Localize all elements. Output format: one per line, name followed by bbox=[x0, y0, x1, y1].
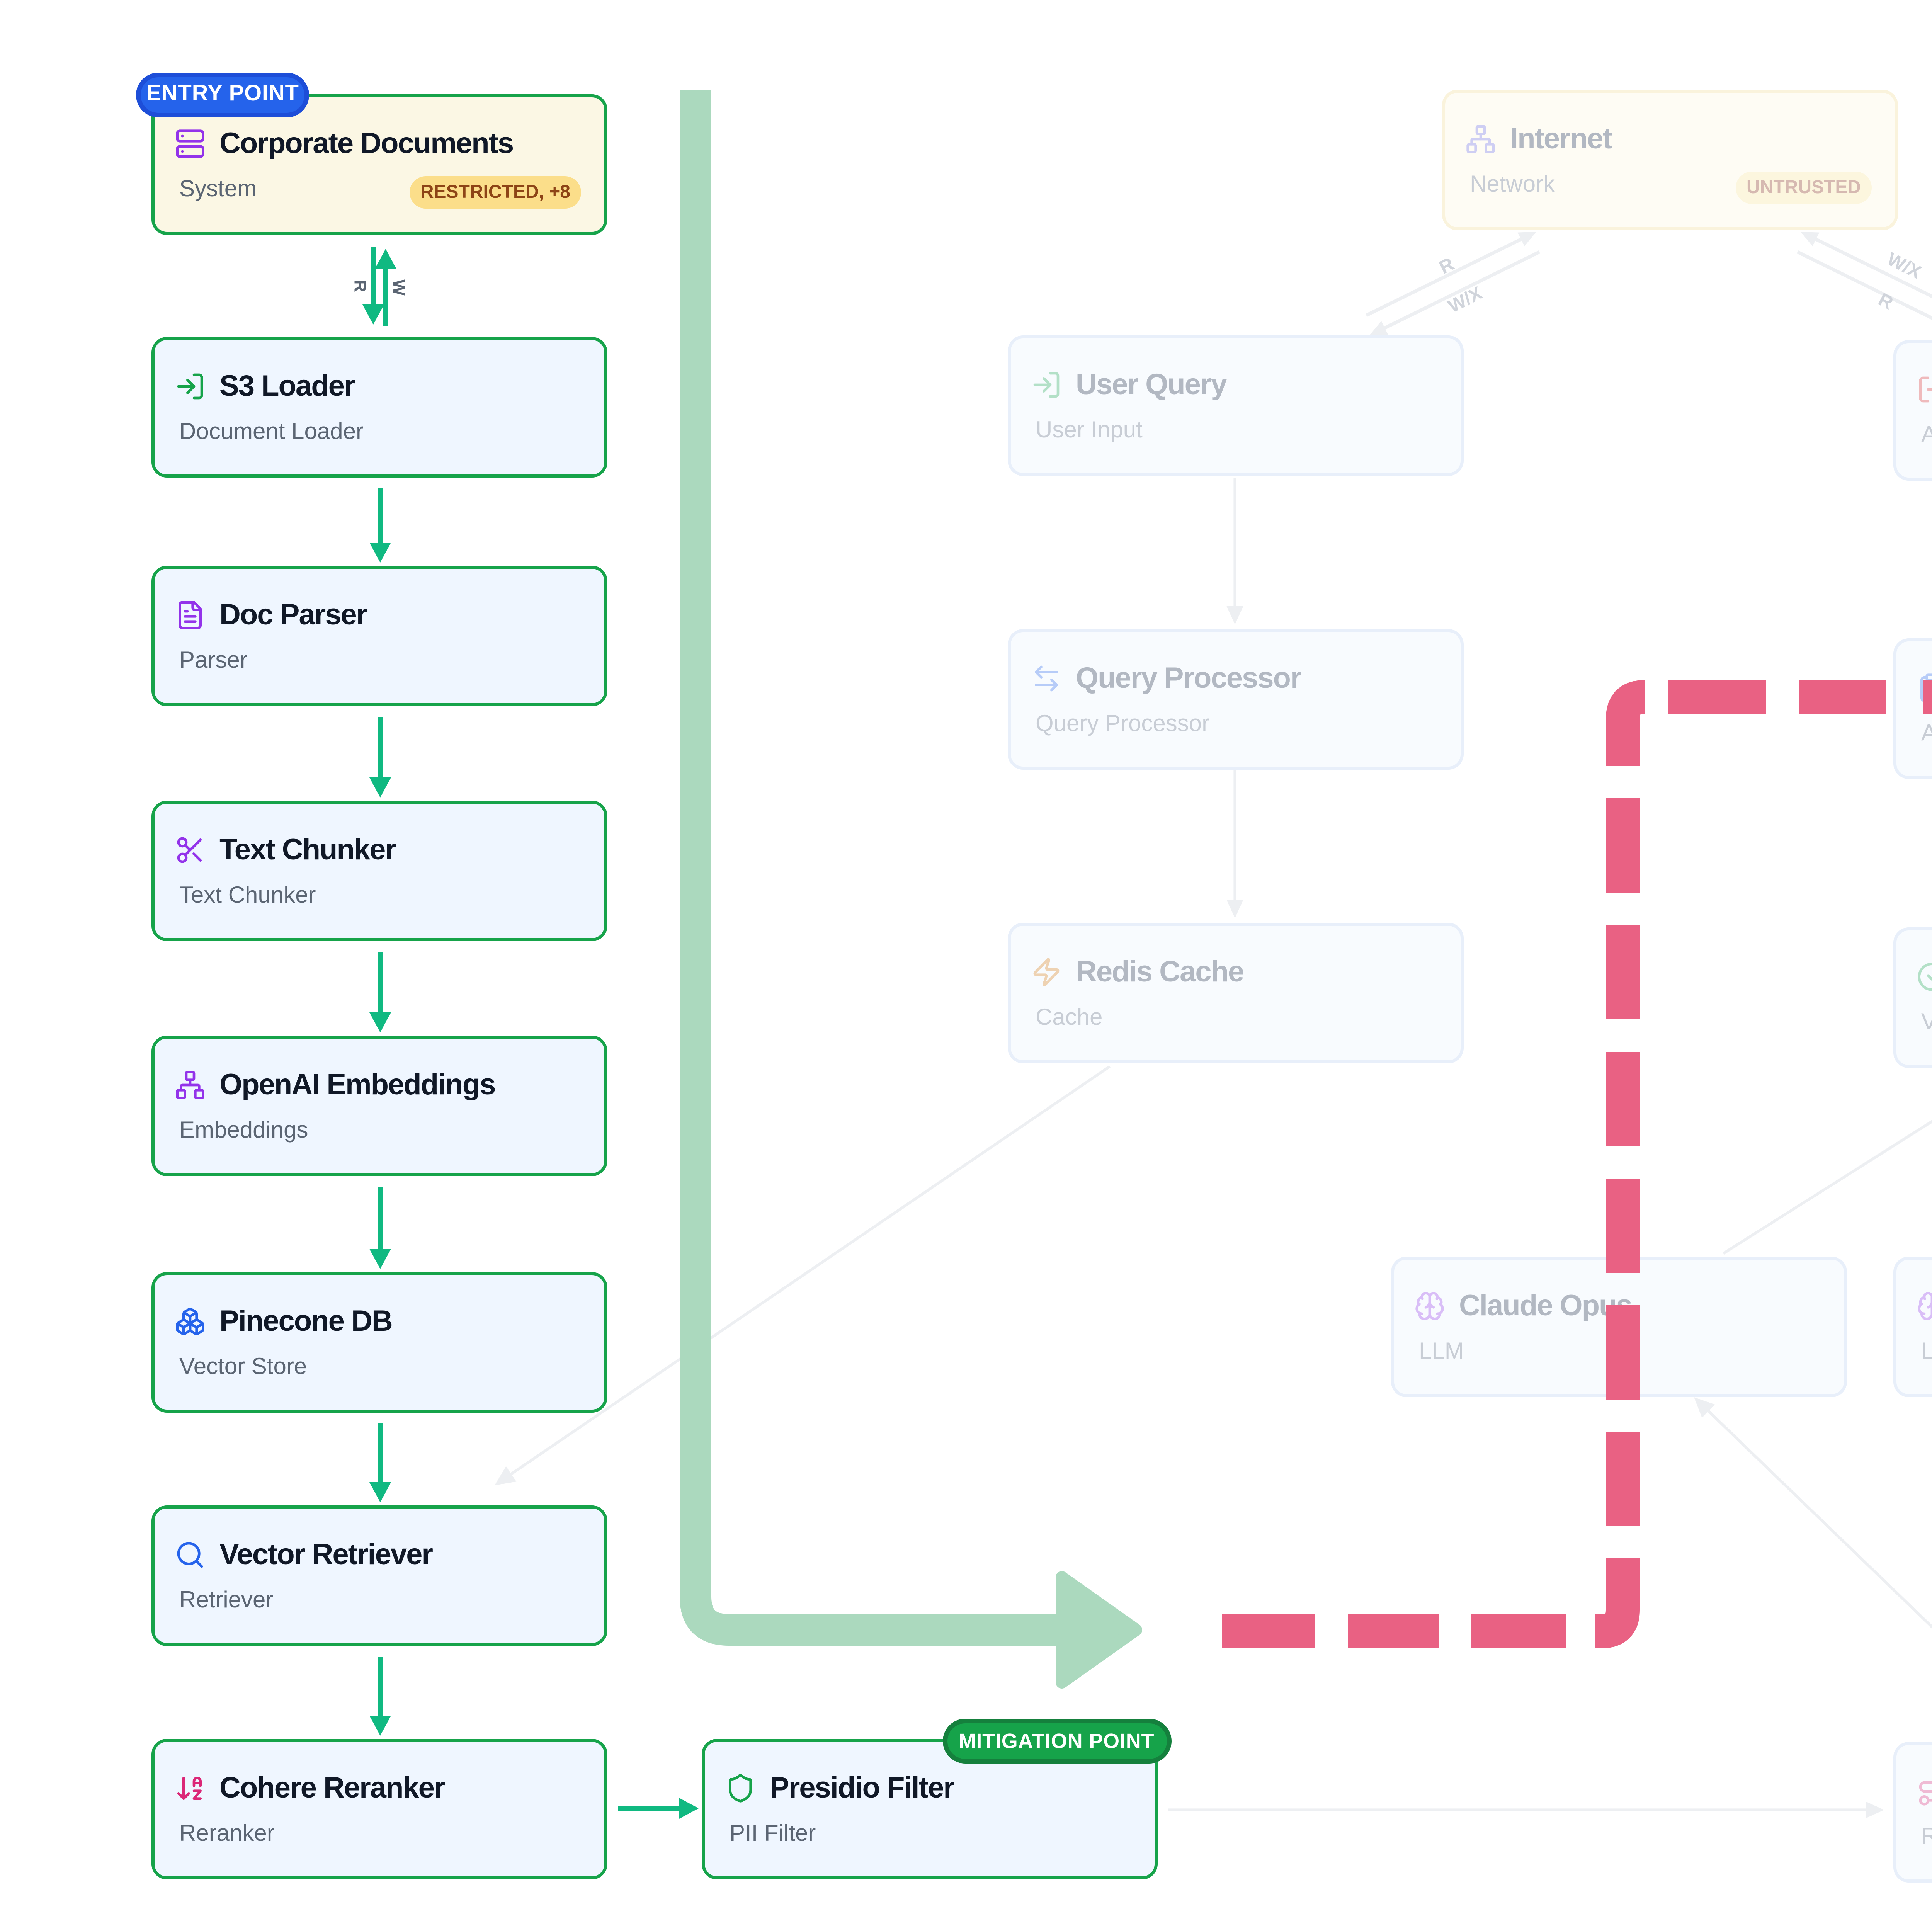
svg-text:W: W bbox=[389, 279, 408, 296]
svg-text:R: R bbox=[351, 280, 370, 292]
